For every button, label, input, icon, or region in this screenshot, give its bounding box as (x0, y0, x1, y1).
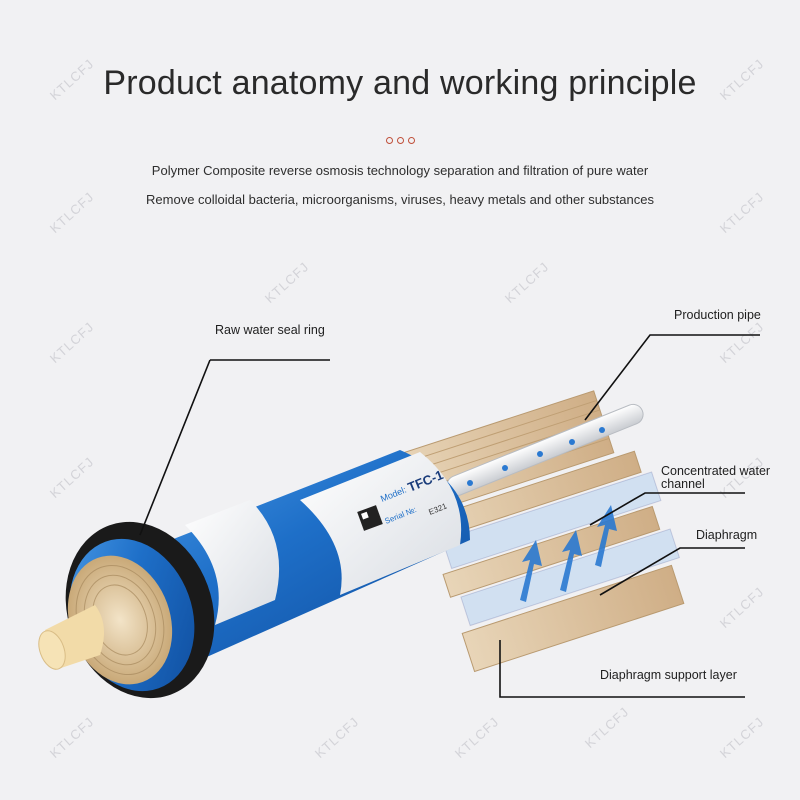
label-line: channel (661, 477, 705, 491)
label-diaphragm: Diaphragm (696, 528, 758, 542)
membrane-cylinder: Model: TFC-1 Serial №: E321 (120, 450, 470, 660)
decorative-dots (0, 137, 800, 144)
leader-lines (139, 334, 760, 698)
label-concentrated-water-channel: Concentrated water channel (661, 465, 770, 491)
dot-icon (385, 137, 393, 144)
label-raw-water-seal-ring: Raw water seal ring (215, 323, 325, 337)
page-title: Product anatomy and working principle (103, 64, 697, 102)
qr-code-icon (357, 505, 383, 531)
subtitle-line-1: Polymer Composite reverse osmosis techno… (151, 163, 649, 178)
seal-ring-end-cap (38, 521, 215, 699)
subtitle-line-2: Remove colloidal bacteria, microorganism… (146, 192, 654, 207)
dot-icon (407, 137, 415, 144)
label-line: Concentrated water (661, 464, 771, 478)
dot-icon (396, 137, 404, 144)
label-production-pipe: Production pipe (674, 308, 761, 322)
flow-arrows (520, 505, 617, 602)
label-diaphragm-support-layer: Diaphragm support layer (600, 668, 737, 682)
